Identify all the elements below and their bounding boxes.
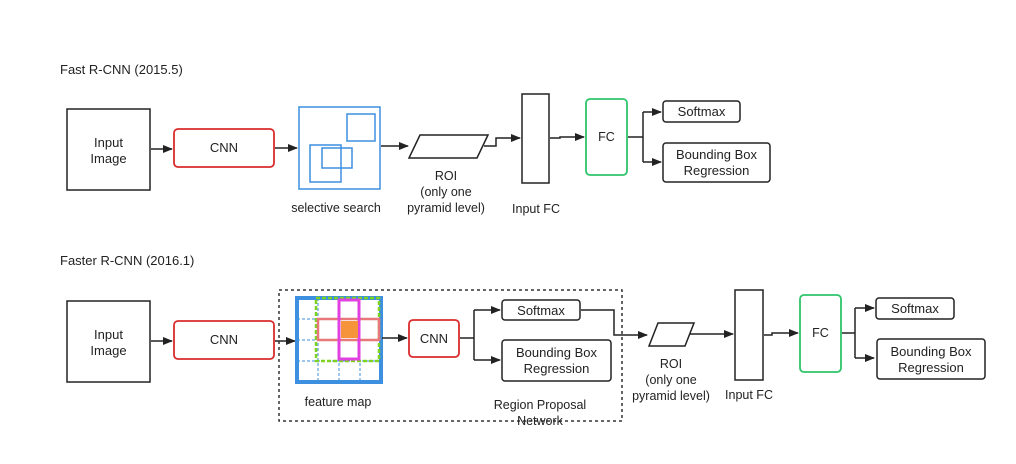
rpn-caption-line1: Region Proposal <box>494 398 586 412</box>
feature-map-caption: feature map <box>305 395 372 409</box>
fast-arrow-roi-fc <box>484 134 521 147</box>
faster-bbox-label-line1: Bounding Box <box>891 344 972 359</box>
fast-input-fc-box <box>521 93 550 184</box>
anchor-center-cell <box>341 321 358 338</box>
fast-fc-box: FC <box>585 98 628 176</box>
fast-cnn-label: CNN <box>210 140 238 155</box>
rpn-bbox-label-line2: Regression <box>524 361 590 376</box>
faster-input-image-box: Input Image <box>66 300 151 383</box>
fast-arrow-inputfc-fc <box>550 133 585 141</box>
faster-input-label-line1: Input <box>94 327 123 342</box>
fast-cnn-box: CNN <box>173 128 275 168</box>
fast-input-label-line1: Input <box>94 135 123 150</box>
faster-roi-sub1: (only one <box>645 373 696 387</box>
fast-roi-sub1: (only one <box>420 185 471 199</box>
rpn-softmax-box: Softmax <box>501 299 581 321</box>
rpn-bbox-box: Bounding Box Regression <box>501 339 612 382</box>
faster-roi-sub2: pyramid level) <box>632 389 710 403</box>
anchor-box-green <box>314 296 381 363</box>
fast-bbox-label-line1: Bounding Box <box>676 147 757 162</box>
faster-fc-label: FC <box>812 326 829 340</box>
faster-rcnn-title: Faster R-CNN (2016.1) <box>60 253 194 268</box>
rpn-cnn-box: CNN <box>408 319 460 358</box>
anchor-box-magenta-vertical <box>337 298 361 361</box>
fast-input-fc-label: Input FC <box>512 202 560 216</box>
faster-input-fc-label: Input FC <box>725 388 773 402</box>
faster-roi-label: ROI <box>660 357 682 371</box>
fast-softmax-box: Softmax <box>662 100 741 123</box>
faster-fc-box: FC <box>799 294 842 373</box>
faster-softmax-label: Softmax <box>891 301 939 316</box>
fast-rcnn-title: Fast R-CNN (2015.5) <box>60 62 183 77</box>
faster-arrow-softmax-roi <box>581 309 648 339</box>
faster-bbox-box: Bounding Box Regression <box>876 338 986 380</box>
proposal-region-1 <box>346 113 376 142</box>
feature-map-grid <box>295 296 383 384</box>
proposal-region-3 <box>321 147 353 169</box>
faster-softmax-box: Softmax <box>875 297 955 320</box>
rpn-dashed-container <box>278 289 623 422</box>
fast-fc-label: FC <box>598 130 615 144</box>
faster-input-fc-box <box>734 289 764 381</box>
faster-cnn-label: CNN <box>210 332 238 347</box>
rpn-cnn-label: CNN <box>420 331 448 346</box>
rpn-caption-line2: Network <box>517 414 564 428</box>
rpn-bbox-label-line1: Bounding Box <box>516 345 597 360</box>
fast-bbox-box: Bounding Box Regression <box>662 142 771 183</box>
faster-input-label-line2: Image <box>90 343 126 358</box>
proposal-region-2 <box>309 144 342 183</box>
selective-search-caption: selective search <box>291 201 381 215</box>
fast-input-image-box: Input Image <box>66 108 151 191</box>
fast-input-label-line2: Image <box>90 151 126 166</box>
anchor-box-red-horizontal <box>316 317 381 342</box>
faster-cnn-box: CNN <box>173 320 275 360</box>
fast-softmax-label: Softmax <box>678 104 726 119</box>
faster-bbox-label-line2: Regression <box>898 360 964 375</box>
faster-arrow-inputfc-fc <box>764 329 799 337</box>
fast-bbox-label-line2: Regression <box>684 163 750 178</box>
fast-roi-label: ROI <box>435 169 457 183</box>
faster-roi-shape <box>647 322 696 347</box>
fast-roi-sub2: pyramid level) <box>407 201 485 215</box>
fast-roi-shape <box>407 134 490 159</box>
selective-search-box <box>298 106 381 190</box>
rpn-softmax-label: Softmax <box>517 303 565 318</box>
